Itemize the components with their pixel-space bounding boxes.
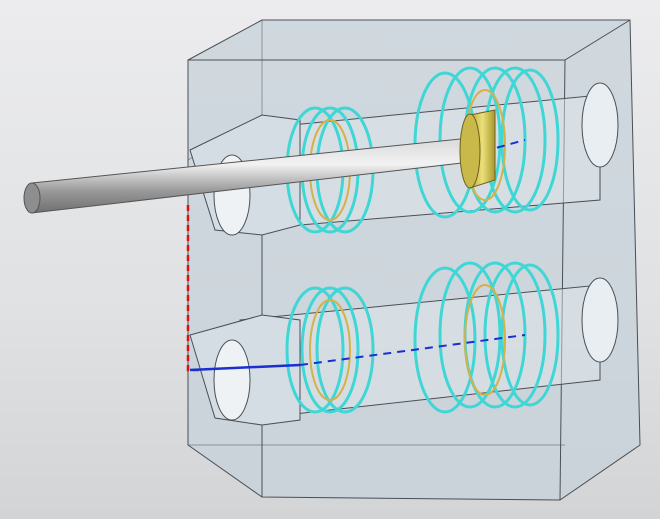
lower-counterbore-face [213, 339, 251, 421]
coil-turn [413, 266, 477, 414]
shaft-end [23, 182, 41, 214]
upper-bore-exit [581, 82, 619, 168]
coil-turn [500, 263, 560, 407]
collar[interactable] [459, 109, 496, 189]
shaft[interactable] [23, 137, 471, 214]
coil-turn [438, 261, 502, 409]
lower-bore-exit [581, 277, 619, 363]
blue-axis-dashed-upper [469, 139, 526, 156]
block-hull [187, 19, 641, 501]
lower-right-coil[interactable] [413, 261, 560, 414]
blue-axis-solid [189, 363, 301, 372]
blue-axis-dashed [299, 334, 526, 366]
coil-turn [438, 66, 502, 214]
housing-block[interactable] [187, 19, 641, 501]
coil-turn [483, 261, 547, 409]
coil-turn [464, 284, 506, 396]
coil-turn [309, 299, 351, 401]
coil-turn [300, 286, 360, 414]
axis-lines [186, 139, 526, 372]
lower-left-coil[interactable] [285, 286, 375, 414]
coil-turn [285, 286, 345, 414]
coil-turn [459, 113, 481, 189]
coil-turn [315, 286, 375, 414]
coil-turn [500, 68, 560, 212]
